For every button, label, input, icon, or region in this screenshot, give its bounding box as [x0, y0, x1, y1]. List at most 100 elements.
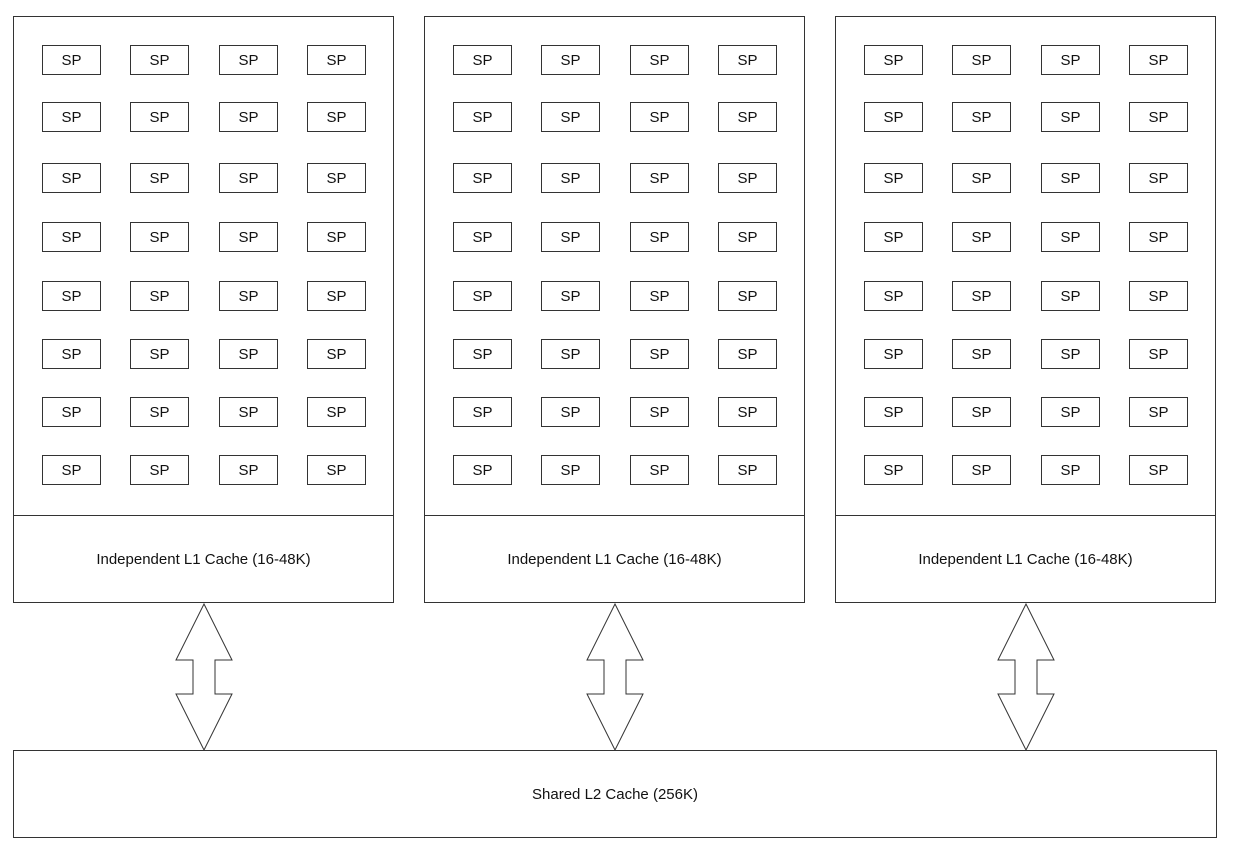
sp-core: SP — [864, 397, 923, 427]
sp-core: SP — [864, 45, 923, 75]
sp-core: SP — [219, 102, 278, 132]
sp-core: SP — [541, 339, 600, 369]
sp-core: SP — [1129, 163, 1188, 193]
l1-cache: Independent L1 Cache (16-48K) — [424, 515, 805, 603]
sp-core: SP — [718, 339, 777, 369]
sp-core: SP — [307, 102, 366, 132]
sp-core: SP — [541, 222, 600, 252]
sp-core: SP — [952, 281, 1011, 311]
sp-core: SP — [541, 163, 600, 193]
sp-core: SP — [42, 163, 101, 193]
sp-core: SP — [718, 222, 777, 252]
sp-core: SP — [864, 455, 923, 485]
sp-core: SP — [219, 455, 278, 485]
sp-core: SP — [1129, 102, 1188, 132]
double-arrow-icon — [585, 603, 645, 751]
sp-core: SP — [42, 455, 101, 485]
sp-core: SP — [453, 397, 512, 427]
sp-core: SP — [307, 45, 366, 75]
sp-core: SP — [1129, 222, 1188, 252]
l1-cache: Independent L1 Cache (16-48K) — [835, 515, 1216, 603]
sp-core: SP — [1041, 339, 1100, 369]
sp-core: SP — [952, 163, 1011, 193]
double-arrow-icon — [174, 603, 234, 751]
shared-l2-cache: Shared L2 Cache (256K) — [13, 750, 1217, 838]
sp-core: SP — [541, 397, 600, 427]
sp-core: SP — [453, 222, 512, 252]
sp-core: SP — [1041, 397, 1100, 427]
sp-core: SP — [42, 339, 101, 369]
sp-core: SP — [630, 281, 689, 311]
sp-core: SP — [219, 222, 278, 252]
sp-core: SP — [1129, 339, 1188, 369]
sp-core: SP — [718, 281, 777, 311]
sp-core: SP — [630, 397, 689, 427]
sp-core: SP — [219, 281, 278, 311]
sp-core: SP — [307, 455, 366, 485]
sp-core: SP — [453, 102, 512, 132]
sp-core: SP — [219, 45, 278, 75]
sp-core: SP — [307, 281, 366, 311]
sp-core: SP — [42, 102, 101, 132]
sp-core: SP — [864, 339, 923, 369]
sp-core: SP — [42, 397, 101, 427]
sp-core: SP — [952, 397, 1011, 427]
sp-core: SP — [1041, 45, 1100, 75]
sp-core: SP — [630, 222, 689, 252]
sp-core: SP — [1129, 455, 1188, 485]
sp-core: SP — [42, 45, 101, 75]
sp-core: SP — [307, 222, 366, 252]
sp-core: SP — [864, 102, 923, 132]
sp-core: SP — [130, 455, 189, 485]
sp-core: SP — [307, 163, 366, 193]
streaming-multiprocessor-1: SP SP SP SP SP SP SP SP SP SP SP SP SP SP SP SP SP SP SP SP… — [13, 16, 394, 603]
sp-core: SP — [42, 281, 101, 311]
sp-core: SP — [952, 455, 1011, 485]
sp-core: SP — [1041, 455, 1100, 485]
sp-core: SP — [453, 45, 512, 75]
sp-core: SP — [718, 163, 777, 193]
sp-core: SP — [1041, 163, 1100, 193]
sp-core: SP — [630, 455, 689, 485]
streaming-multiprocessor-2: SP SP SP SP SP SP SP SP SP SP SP SP SP SP SP SP SP SP SP SP… — [424, 16, 805, 603]
sp-core: SP — [718, 397, 777, 427]
sp-core: SP — [453, 339, 512, 369]
sp-core: SP — [541, 281, 600, 311]
sp-core: SP — [219, 163, 278, 193]
streaming-multiprocessor-3: SP SP SP SP SP SP SP SP SP SP SP SP SP SP SP SP SP SP SP SP… — [835, 16, 1216, 603]
sp-core: SP — [130, 397, 189, 427]
double-arrow-icon — [996, 603, 1056, 751]
sp-core: SP — [630, 163, 689, 193]
sp-core: SP — [541, 455, 600, 485]
sp-core: SP — [1129, 397, 1188, 427]
sp-core: SP — [453, 281, 512, 311]
sp-core: SP — [219, 339, 278, 369]
sp-core: SP — [952, 45, 1011, 75]
sp-core: SP — [1041, 281, 1100, 311]
sp-core: SP — [541, 102, 600, 132]
sp-core: SP — [453, 163, 512, 193]
sp-core: SP — [130, 281, 189, 311]
sp-core: SP — [42, 222, 101, 252]
sp-core: SP — [1129, 45, 1188, 75]
sp-core: SP — [541, 45, 600, 75]
sp-core: SP — [1041, 102, 1100, 132]
l1-cache: Independent L1 Cache (16-48K) — [13, 515, 394, 603]
sp-core: SP — [1129, 281, 1188, 311]
sp-core: SP — [952, 222, 1011, 252]
sp-core: SP — [864, 281, 923, 311]
sp-core: SP — [219, 397, 278, 427]
sp-core: SP — [718, 455, 777, 485]
sp-core: SP — [307, 339, 366, 369]
sp-core: SP — [952, 102, 1011, 132]
sp-core: SP — [130, 222, 189, 252]
sp-core: SP — [718, 45, 777, 75]
sp-core: SP — [952, 339, 1011, 369]
sp-core: SP — [630, 45, 689, 75]
sp-core: SP — [718, 102, 777, 132]
sp-core: SP — [864, 222, 923, 252]
sp-core: SP — [1041, 222, 1100, 252]
sp-core: SP — [453, 455, 512, 485]
sp-core: SP — [130, 45, 189, 75]
sp-core: SP — [864, 163, 923, 193]
